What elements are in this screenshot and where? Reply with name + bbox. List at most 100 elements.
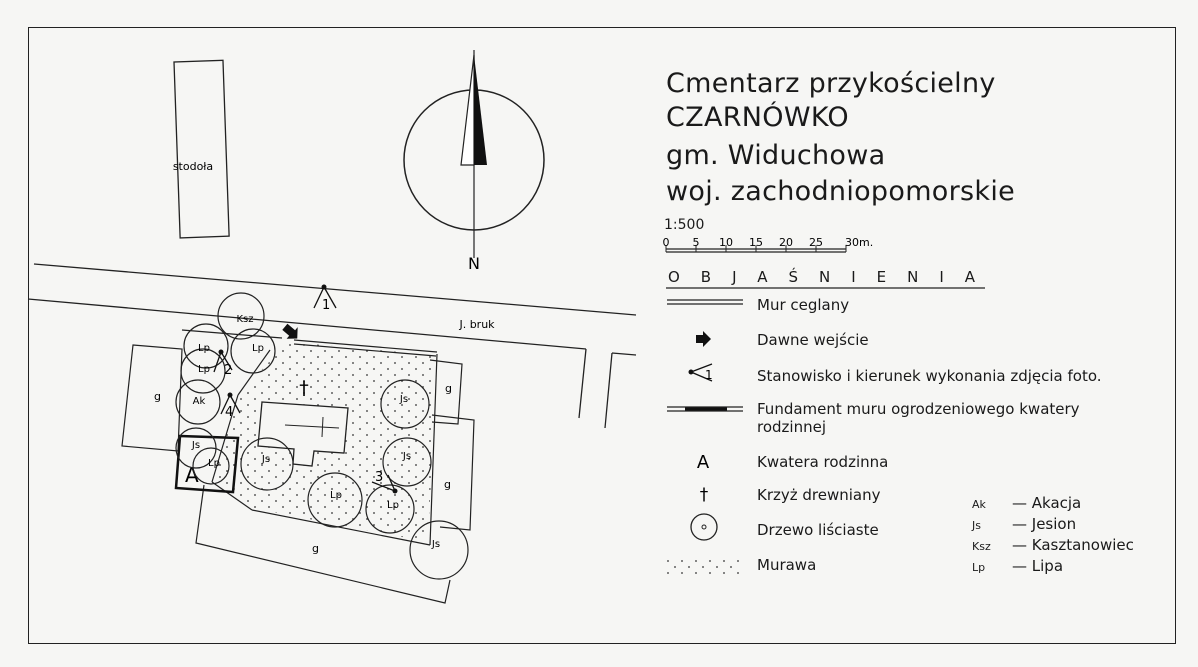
species-code: Ak xyxy=(972,498,986,511)
scale-ratio: 1:500 xyxy=(664,217,705,233)
road-label: J. bruk xyxy=(458,318,495,331)
legend-foundation-symbol xyxy=(667,406,743,412)
tree-label: Lp xyxy=(198,343,210,354)
scale-bar: 0 5 10 15 20 25 30m. xyxy=(663,236,873,253)
tree-icon xyxy=(409,520,469,580)
plot-label-g: g xyxy=(445,382,452,395)
entrance-arrow-icon xyxy=(282,323,298,339)
legend-foundation-label: Fundament muru ogrodzeniowego kwatery xyxy=(757,400,1080,418)
photo-station-icon: 1 xyxy=(688,363,713,382)
tree-label: Js xyxy=(191,440,200,451)
trees xyxy=(175,292,469,580)
legend-tree-label: Drzewo liściaste xyxy=(757,521,879,539)
legend-heading: OBJAŚNIENIA xyxy=(668,268,997,286)
scale-tick-30: 30m. xyxy=(845,236,873,249)
tree-icon xyxy=(217,292,265,340)
tree-icon xyxy=(690,513,718,541)
grass-swatch xyxy=(666,556,742,576)
tree-label: Js xyxy=(431,539,440,550)
legend-family-label: Kwatera rodzinna xyxy=(757,453,889,471)
tree-labels: Ksz Lp Lp Lp Ak Js Lp Js Js Js Lp Lp Js xyxy=(191,314,440,550)
tree-icon xyxy=(183,323,229,369)
tree-icon xyxy=(175,379,221,425)
scale-tick-25: 25 xyxy=(809,236,823,249)
plot-label-g: g xyxy=(154,390,161,403)
photo-station-number: 3 xyxy=(375,470,383,485)
tree-icon xyxy=(230,328,276,374)
tree-label: Lp xyxy=(387,500,399,511)
plot-label-g: g xyxy=(312,542,319,555)
tree-label: Ksz xyxy=(236,314,253,325)
legend-foundation-label-2: rodzinnej xyxy=(757,418,826,436)
scale-tick-15: 15 xyxy=(749,236,763,249)
church-axis xyxy=(321,416,324,438)
species-jesion: Js — Jesion xyxy=(972,515,1076,533)
tree-label: Js xyxy=(402,451,411,462)
scale-tick-10: 10 xyxy=(719,236,733,249)
photo-station-number: 2 xyxy=(224,363,232,378)
plot-label-g: g xyxy=(444,478,451,491)
church-foundation xyxy=(257,401,349,467)
tree-label: Lp xyxy=(198,364,210,375)
species-name: — Jesion xyxy=(1012,515,1077,533)
tree-icon xyxy=(382,437,432,487)
road: J. bruk xyxy=(27,263,637,429)
tree-icon xyxy=(380,379,430,429)
cross-marker: † xyxy=(299,377,309,399)
photo-station-1: 1 xyxy=(313,284,337,313)
title-line-3: gm. Widuchowa xyxy=(666,140,886,171)
family-plot-symbol: A xyxy=(697,452,710,473)
legend-cross-label: Krzyż drewniany xyxy=(757,486,881,504)
north-label: N xyxy=(468,254,480,273)
title-line-2: CZARNÓWKO xyxy=(666,102,849,133)
tree-icon xyxy=(175,427,217,469)
title-line-4: woj. zachodniopomorskie xyxy=(666,176,1016,207)
tree-label: Js xyxy=(399,394,408,405)
church-axis xyxy=(284,424,340,429)
photo-station-number: 1 xyxy=(322,298,330,313)
photo-station-3: 3 xyxy=(371,470,398,494)
species-kasztanowiec: Ksz — Kasztanowiec xyxy=(972,536,1134,554)
legend-grass-label: Murawa xyxy=(757,556,817,574)
species-name: — Akacja xyxy=(1012,494,1082,512)
tree-label: Lp xyxy=(208,458,220,469)
title-line-1: Cmentarz przykościelny xyxy=(666,68,996,99)
north-arrow-icon: N xyxy=(403,50,545,273)
species-lipa: Lp — Lipa xyxy=(972,557,1063,575)
species-code: Lp xyxy=(972,561,986,574)
legend-entrance-label: Dawne wejście xyxy=(757,331,869,349)
tree-label: Ak xyxy=(193,396,206,407)
photo-station-2: 2 xyxy=(213,349,233,378)
species-akacja: Ak — Akacja xyxy=(972,494,1081,512)
tree-icon xyxy=(192,447,230,485)
species-code: Js xyxy=(972,519,981,532)
barn: stodoła xyxy=(173,59,230,239)
photo-station-4: 4 xyxy=(220,392,241,420)
tree-icon xyxy=(307,472,363,528)
photo-station-number: 4 xyxy=(225,405,233,420)
legend-photo-label: Stanowisko i kierunek wykonania zdjęcia … xyxy=(757,367,1102,385)
barn-label: stodoła xyxy=(173,160,213,173)
tree-label: Lp xyxy=(330,490,342,501)
photo-station-number: 1 xyxy=(705,368,713,382)
entrance-arrow-icon xyxy=(696,331,711,347)
cross-icon: † xyxy=(700,485,709,505)
legend-wall-symbol xyxy=(667,299,743,305)
legend-wall-label: Mur ceglany xyxy=(757,296,850,314)
tree-icon xyxy=(365,484,415,534)
scale-tick-20: 20 xyxy=(779,236,793,249)
species-name: — Kasztanowiec xyxy=(1012,536,1134,554)
scale-tick-0: 0 xyxy=(663,236,670,249)
scale-tick-5: 5 xyxy=(693,236,700,249)
tree-label: Lp xyxy=(252,343,264,354)
family-plot-foundation xyxy=(174,434,240,494)
family-plot-label: A xyxy=(185,463,199,487)
map-frame xyxy=(28,27,1176,644)
tree-icon xyxy=(180,348,226,394)
tree-icon xyxy=(240,437,294,491)
species-code: Ksz xyxy=(972,540,991,553)
species-name: — Lipa xyxy=(1012,557,1064,575)
tree-label: Js xyxy=(261,454,270,465)
